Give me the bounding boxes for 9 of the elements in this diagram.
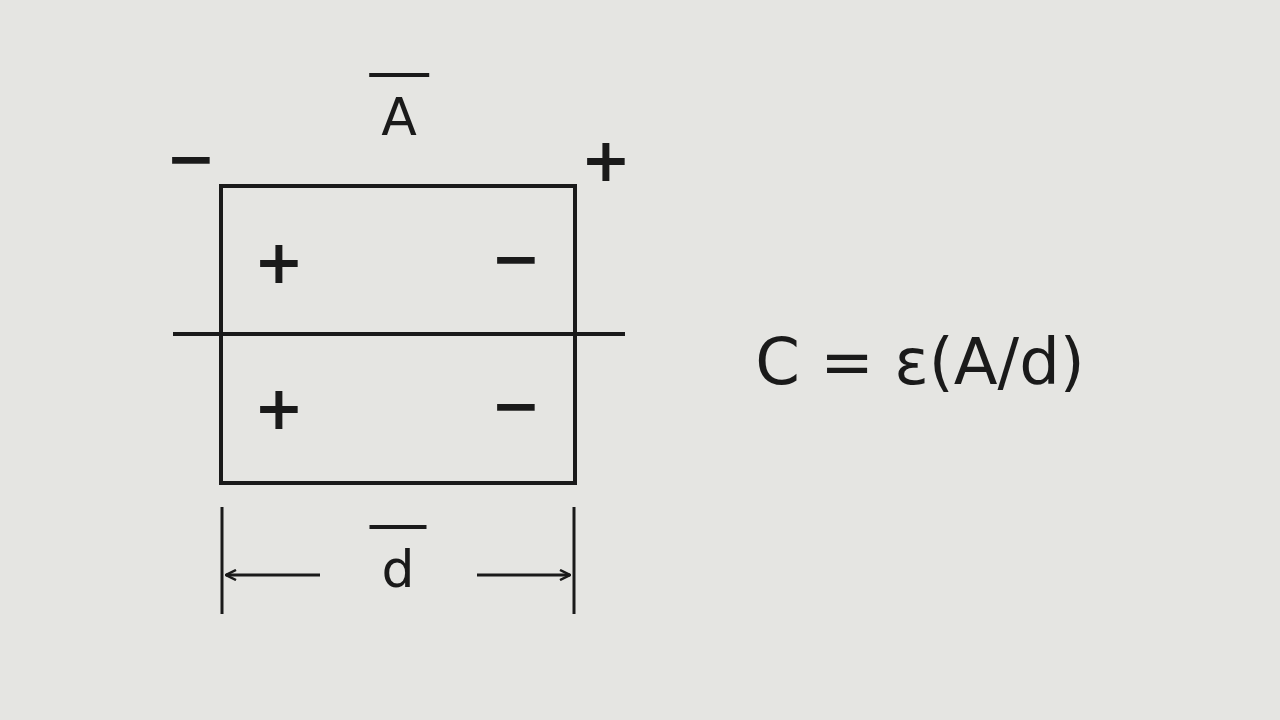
formula-text: C = ε(A/d) [755, 330, 1085, 394]
charge-sign: + [580, 130, 632, 190]
charge-sign: + [253, 378, 305, 438]
charge-sign: + [253, 232, 305, 292]
charge-sign: − [490, 375, 542, 435]
dimension-label: A [369, 73, 429, 143]
charge-sign: − [165, 128, 217, 188]
charge-sign: − [490, 228, 542, 288]
dimension-label: d [369, 525, 427, 595]
